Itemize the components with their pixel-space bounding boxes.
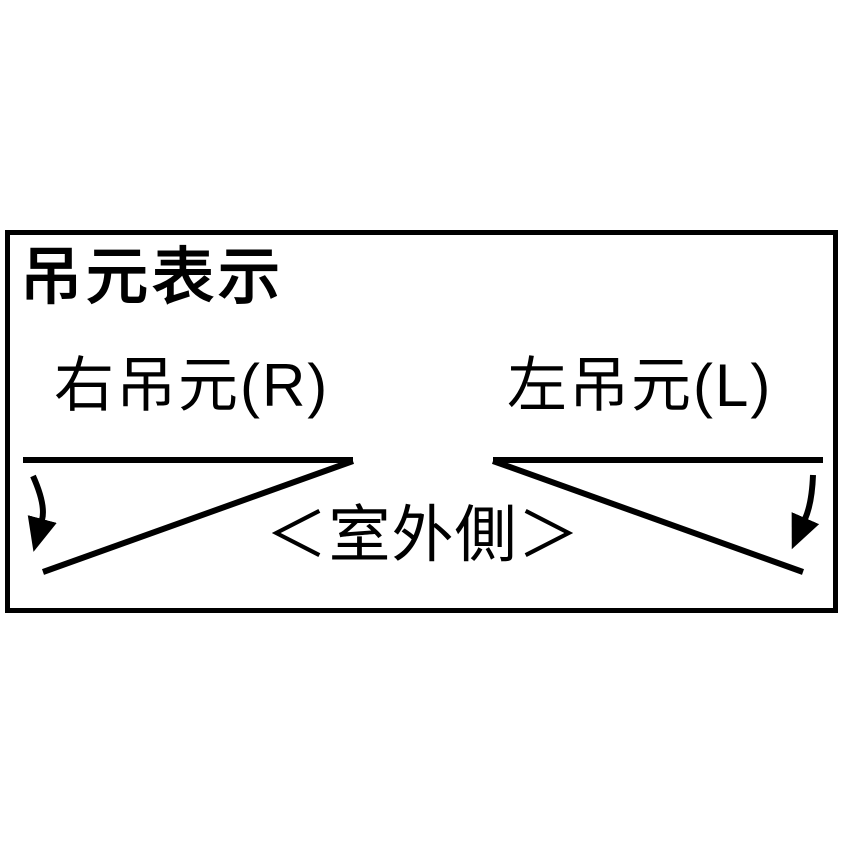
outdoor-side-label: ＜室外側＞ [265, 501, 581, 570]
left-hinge-label: 左吊元(L) [507, 352, 773, 419]
hinge-indication-box [5, 230, 838, 613]
right-hinge-open-door-line [41, 458, 355, 575]
left-hinge-swing-arrow-icon [791, 474, 820, 550]
left-hinge-open-door-line [491, 458, 805, 575]
right-hinge-swing-diagram [23, 457, 355, 575]
right-hinge-label: 右吊元(R) [54, 352, 330, 419]
right-hinge-swing-arrow-icon [27, 474, 57, 552]
diagram-title: 吊元表示 [20, 243, 285, 312]
left-hinge-swing-diagram [491, 457, 823, 575]
